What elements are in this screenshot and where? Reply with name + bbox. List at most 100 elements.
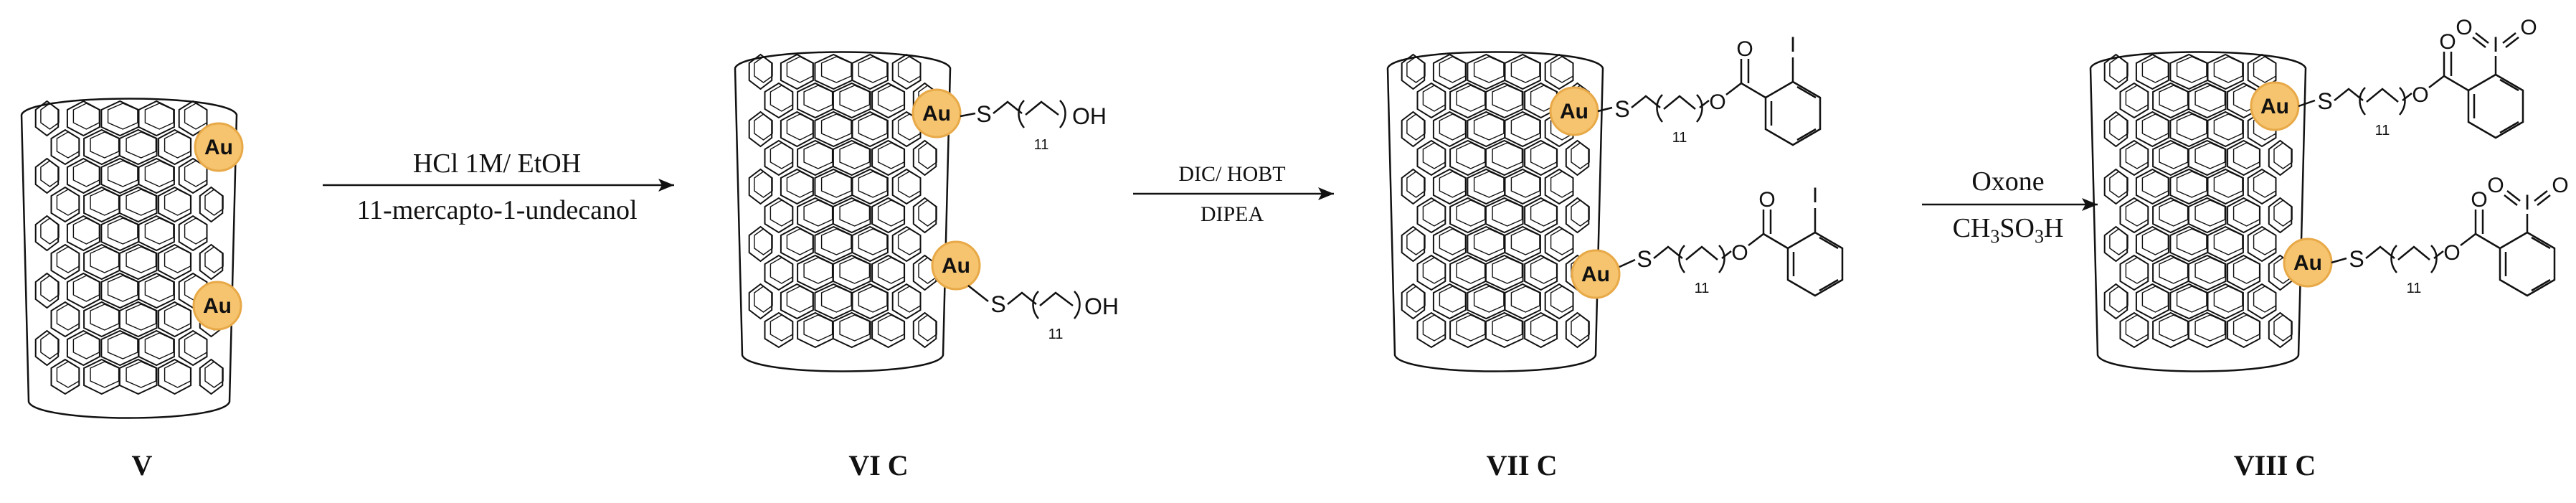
hexagon-cell xyxy=(780,225,814,263)
hexagon-cell xyxy=(1449,197,1487,234)
ester-oxygen: O xyxy=(1709,90,1725,114)
hexagon-cell xyxy=(891,168,922,205)
hexagon-cell-back xyxy=(770,314,794,342)
hexagon-cell-back xyxy=(1530,314,1558,342)
sulfur-atom: S xyxy=(2317,88,2332,114)
hexagon-cell xyxy=(118,128,158,166)
hexagon-cell xyxy=(2119,254,2149,291)
benzene-ring-icon xyxy=(1786,231,1844,297)
hexagon-cell xyxy=(1416,82,1446,119)
hexagon-cell xyxy=(2119,82,2149,119)
gold-nanoparticle-1: Au xyxy=(2250,81,2300,131)
hexagon-cell-back xyxy=(2194,314,2226,342)
hexagon-cell-back xyxy=(1550,286,1574,313)
hexagon-cell-back xyxy=(1530,85,1558,112)
hexagon-cell xyxy=(83,128,120,166)
hexagon-cell-back xyxy=(2176,56,2207,83)
hexagon-cell-back xyxy=(40,160,60,187)
hexagon-cell xyxy=(1416,254,1446,291)
hexagon-cell xyxy=(158,358,192,395)
hexagon-cell xyxy=(2169,168,2209,205)
hexagon-cell-back xyxy=(2159,199,2189,227)
hexagon-cell xyxy=(2169,283,2209,320)
hexagon-cell-back xyxy=(803,199,833,227)
hexagon-cell xyxy=(1524,254,1558,291)
hexagon-cell-back xyxy=(2141,56,2169,83)
hexagon-cell xyxy=(100,329,140,367)
hexagon-cell-back xyxy=(786,113,814,141)
hexagon-cell-back xyxy=(1571,314,1590,342)
hexagon-cell-back xyxy=(1510,56,1540,83)
reaction-arrow-1: HCl 1M/ EtOH 11-mercapto-1-undecanol xyxy=(323,149,674,225)
hexagon-cell-back xyxy=(1510,286,1540,313)
hexagon-cell-back xyxy=(107,275,138,302)
hexagon-cell xyxy=(83,358,120,395)
hexagon-cell xyxy=(2227,197,2261,234)
hexagon-cell-back xyxy=(2194,85,2226,112)
hexagon-cell-back xyxy=(1492,142,1523,169)
gold-nanoparticle-2: Au xyxy=(931,240,981,291)
hexagon-cell xyxy=(1467,283,1506,320)
hexagon-cell-back xyxy=(2109,56,2128,83)
au-label: Au xyxy=(2293,251,2322,275)
hexagon-cell-back xyxy=(2253,171,2277,198)
hexagon-cell xyxy=(1449,254,1487,291)
hexagon-cell-back xyxy=(754,286,773,313)
hexagon-cell xyxy=(1449,139,1487,177)
au-label: Au xyxy=(922,102,951,126)
hexagon-cell-back xyxy=(1406,171,1426,198)
hexagon-cell-back xyxy=(90,304,120,331)
hexagon-cell xyxy=(2187,82,2227,119)
hexagon-cell-back xyxy=(2109,228,2128,255)
hexagon-cell-back xyxy=(164,189,191,216)
hexagon-cell xyxy=(871,139,906,177)
hexagon-cell-back xyxy=(2125,257,2149,284)
hexagon-cell-back xyxy=(126,131,157,159)
iodyl-oxygen: O xyxy=(2552,174,2568,197)
hexagon-cell xyxy=(1524,197,1558,234)
hexagon-cell-back xyxy=(1492,257,1523,284)
hexagon-cell xyxy=(83,186,120,223)
hexagon-cell-back xyxy=(204,189,224,216)
hexagon-cell xyxy=(1467,111,1506,148)
hexagon-cell-back xyxy=(1406,228,1426,255)
hexagon-cell-back xyxy=(40,275,60,302)
hexagon-cell xyxy=(158,186,192,223)
reaction-arrow-2: DIC/ HOBT DIPEA xyxy=(1133,162,1334,226)
hexagon-cell-back xyxy=(839,142,871,169)
hexagon-cell-back xyxy=(1422,142,1446,169)
hexagon-cell xyxy=(1544,225,1574,263)
hexagon-cell-back xyxy=(56,189,80,216)
hexagon-cell-back xyxy=(164,131,191,159)
hexagon-cell xyxy=(118,358,158,395)
hexagon-cell-back xyxy=(126,189,157,216)
hexagon-cell-back xyxy=(1439,286,1467,313)
hexagon-cell-back xyxy=(164,361,191,388)
chain-count: 11 xyxy=(2375,123,2390,138)
hexagon-cell-back xyxy=(820,286,852,313)
hexagon-cell xyxy=(158,128,192,166)
hexagon-cell-back xyxy=(56,131,80,159)
hexagon-cell xyxy=(1504,111,1541,148)
hexagon-cell xyxy=(1467,225,1506,263)
carbonyl-oxygen: O xyxy=(2439,30,2456,54)
hexagon-cell xyxy=(2227,139,2261,177)
hexagon-cell xyxy=(797,82,834,119)
hexagon-cell xyxy=(2187,139,2227,177)
hexagon-cell-back xyxy=(1456,199,1486,227)
hexagon-cell-back xyxy=(770,142,794,169)
hexagon-cell-back xyxy=(144,103,174,130)
hexagon-cell xyxy=(100,215,140,252)
au-label: Au xyxy=(1560,100,1588,123)
hexagon-cell-back xyxy=(2125,142,2149,169)
hexagon-cell xyxy=(66,272,100,309)
formula-subscript: 3 xyxy=(1990,226,1999,247)
hexagon-cell-back xyxy=(770,85,794,112)
ester-oxygen: O xyxy=(1731,241,1748,265)
chain-count: 11 xyxy=(1048,326,1064,342)
hexagon-cell-back xyxy=(144,332,174,359)
hexagon-cell xyxy=(1467,53,1506,90)
ester-oxygen: O xyxy=(2443,241,2460,265)
hexagon-cell xyxy=(1449,311,1487,349)
